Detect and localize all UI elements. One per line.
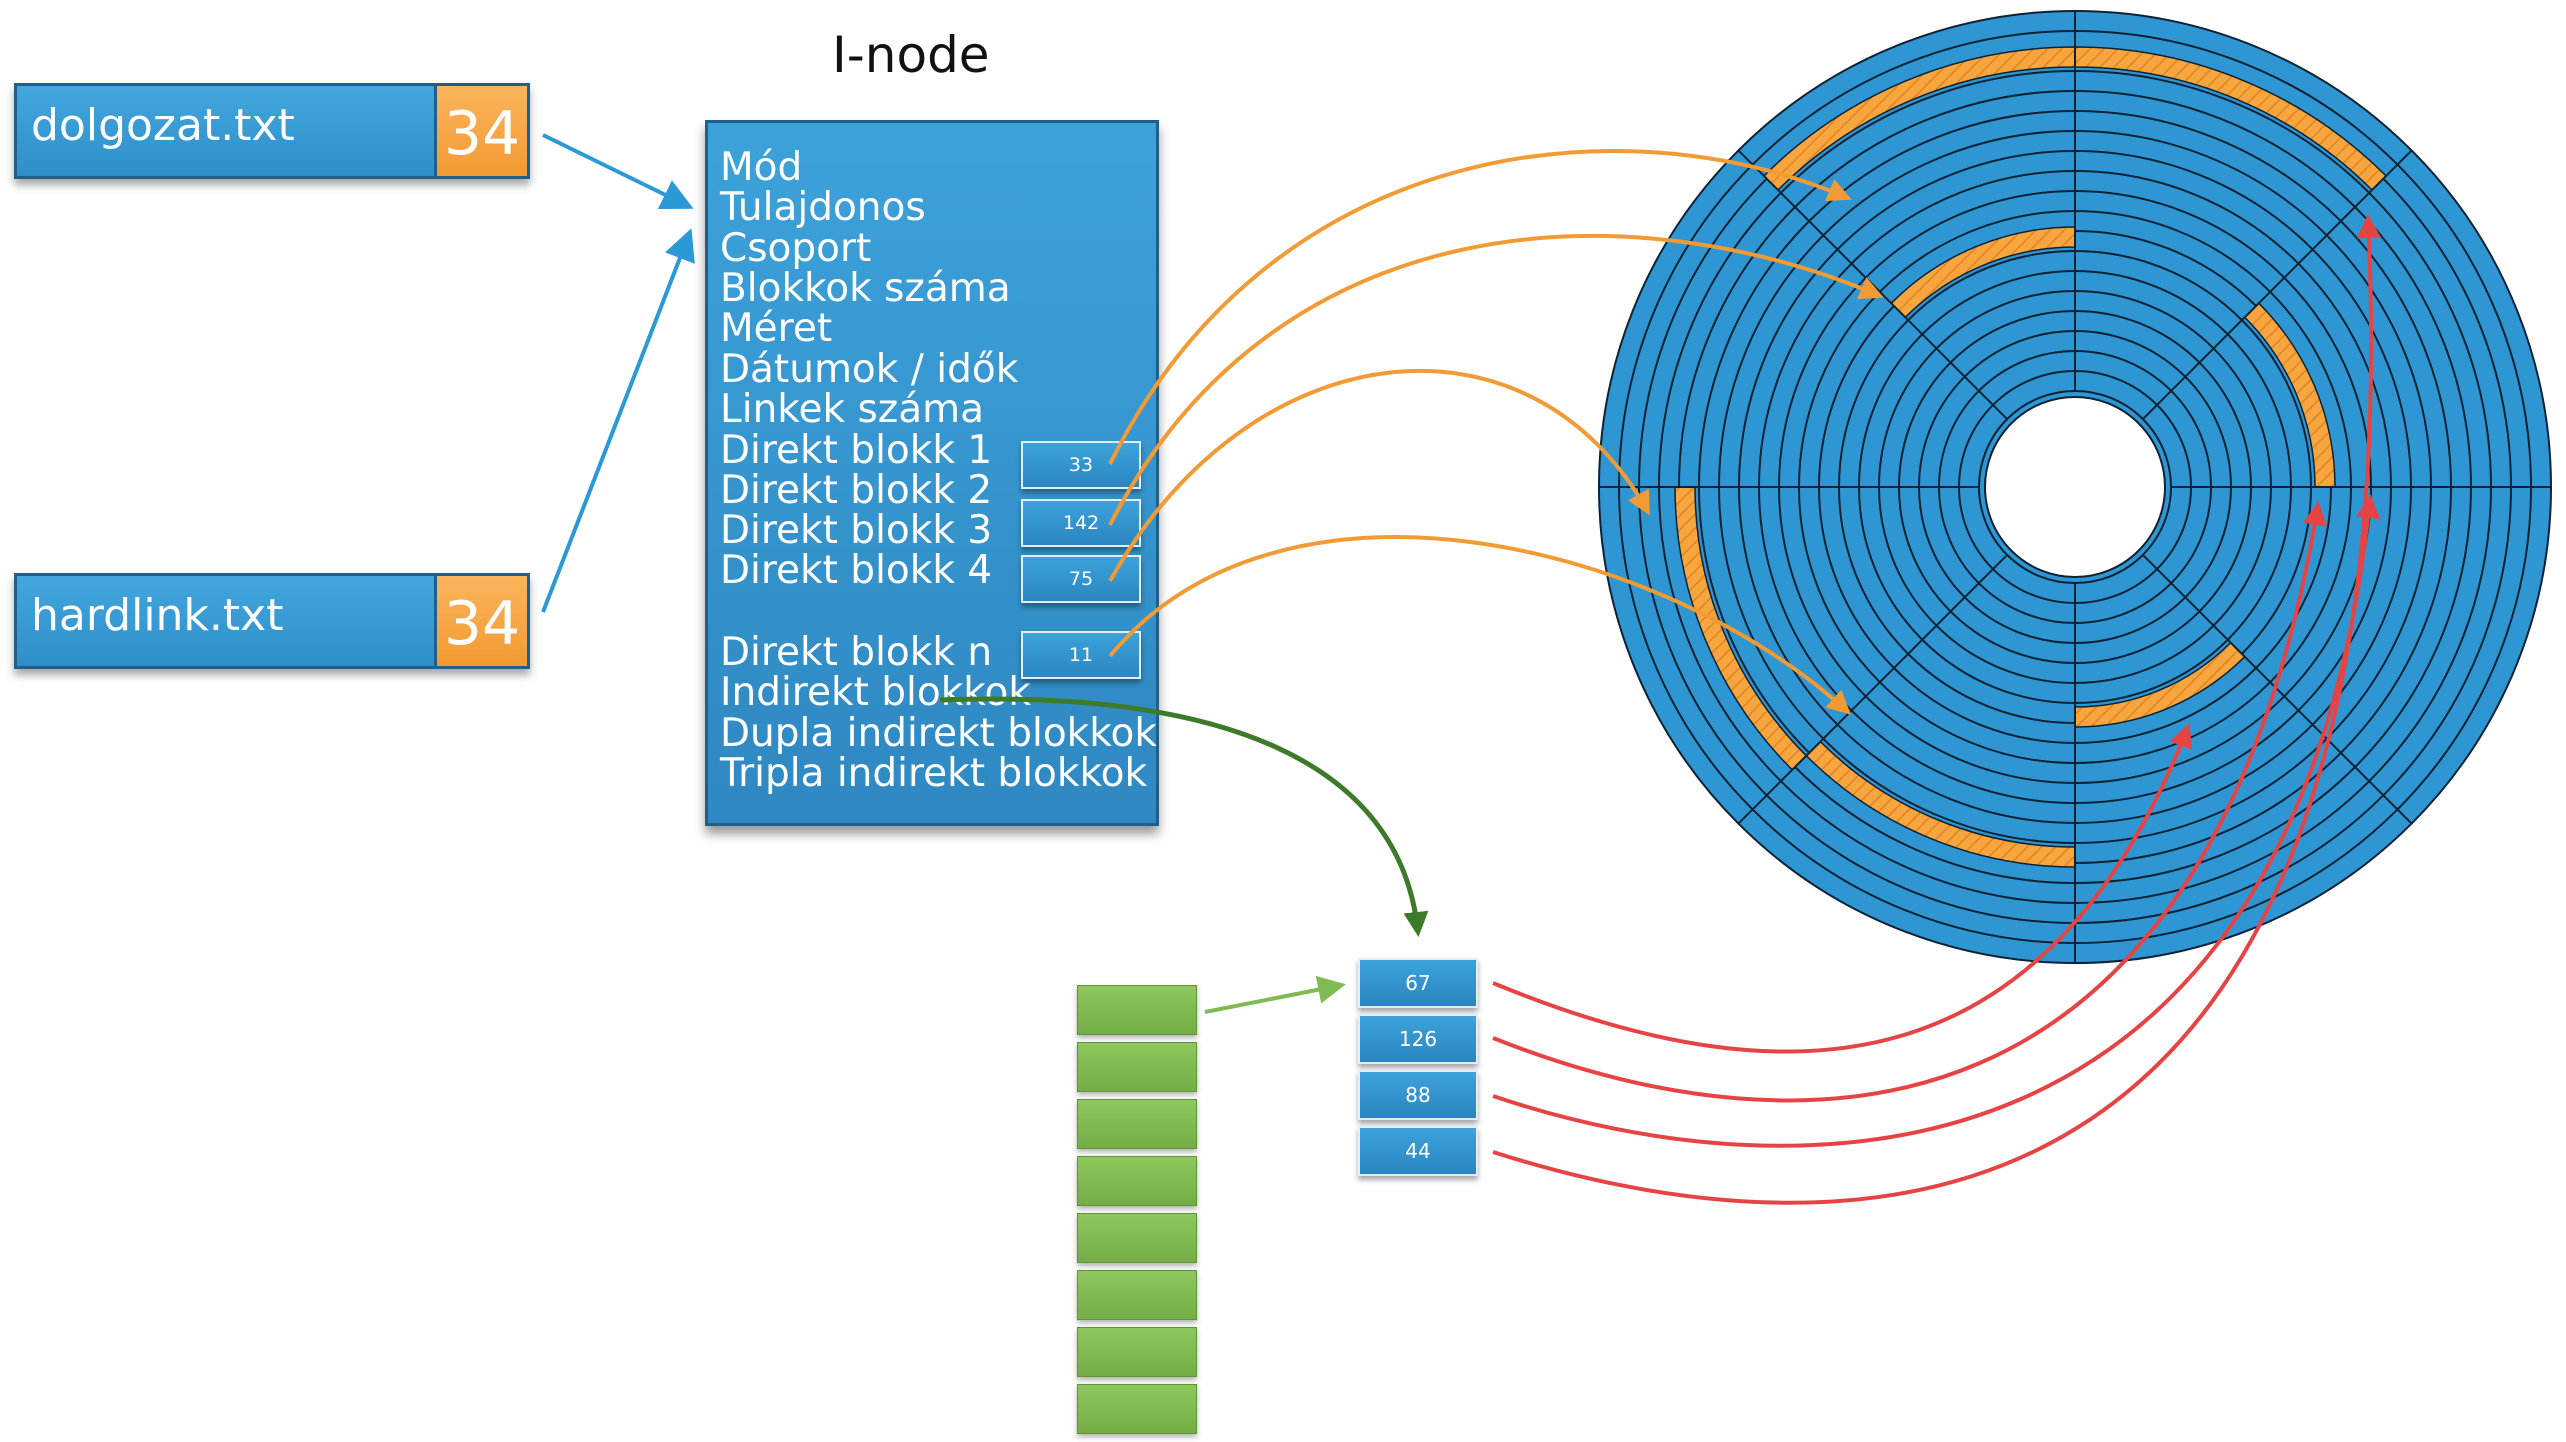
inode-field-size: Méret <box>720 306 833 351</box>
indirect-block-entry <box>1077 1099 1197 1149</box>
inode-title: I-node <box>832 26 990 84</box>
file-entry-dolgozat[interactable]: dolgozat.txt 34 <box>14 83 530 179</box>
indirect-block-entry <box>1077 1156 1197 1206</box>
indirect-pointer: 88 <box>1358 1070 1478 1120</box>
indirect-block-entry <box>1077 1384 1197 1434</box>
inode-field-direct-n: Direkt blokk n <box>720 630 993 675</box>
inode-field-direct-3: Direkt blokk 3 <box>720 508 993 553</box>
inode-field-owner: Tulajdonos <box>720 185 926 230</box>
direct-pointer-1: 33 <box>1021 441 1141 489</box>
indirect-block-entry <box>1077 1270 1197 1320</box>
file-name: hardlink.txt <box>31 590 284 641</box>
inode-field-mode: Mód <box>720 145 803 190</box>
file-entry-hardlink[interactable]: hardlink.txt 34 <box>14 573 530 669</box>
file-name: dolgozat.txt <box>31 100 295 151</box>
direct-pointer-n: 11 <box>1021 631 1141 679</box>
inode-block: Mód Tulajdonos Csoport Blokkok száma Mér… <box>705 120 1159 826</box>
inode-field-double-indirect: Dupla indirekt blokkok <box>720 711 1157 756</box>
indirect-block-entry <box>1077 1213 1197 1263</box>
direct-pointer-2: 142 <box>1021 499 1141 547</box>
inode-field-group: Csoport <box>720 226 872 271</box>
inode-number-badge: 34 <box>434 576 527 666</box>
inode-field-direct-1: Direkt blokk 1 <box>720 428 993 473</box>
indirect-pointer: 126 <box>1358 1014 1478 1064</box>
indirect-pointer: 67 <box>1358 958 1478 1008</box>
inode-field-direct-4: Direkt blokk 4 <box>720 548 993 593</box>
inode-field-triple-indirect: Tripla indirekt blokkok <box>720 751 1148 796</box>
inode-field-dates: Dátumok / idők <box>720 347 1019 392</box>
inode-field-block-count: Blokkok száma <box>720 266 1011 311</box>
inode-number-badge: 34 <box>434 86 527 176</box>
indirect-block-entry <box>1077 1042 1197 1092</box>
inode-field-direct-2: Direkt blokk 2 <box>720 468 993 513</box>
disk-platter <box>1598 10 2552 964</box>
indirect-pointer: 44 <box>1358 1126 1478 1176</box>
indirect-block-entry <box>1077 1327 1197 1377</box>
inode-field-indirect: Indirekt blokkok <box>720 670 1031 715</box>
direct-pointer-3: 75 <box>1021 555 1141 603</box>
inode-field-link-count: Linkek száma <box>720 387 985 432</box>
indirect-block-entry <box>1077 985 1197 1035</box>
disk-spindle-hole <box>1984 396 2166 578</box>
